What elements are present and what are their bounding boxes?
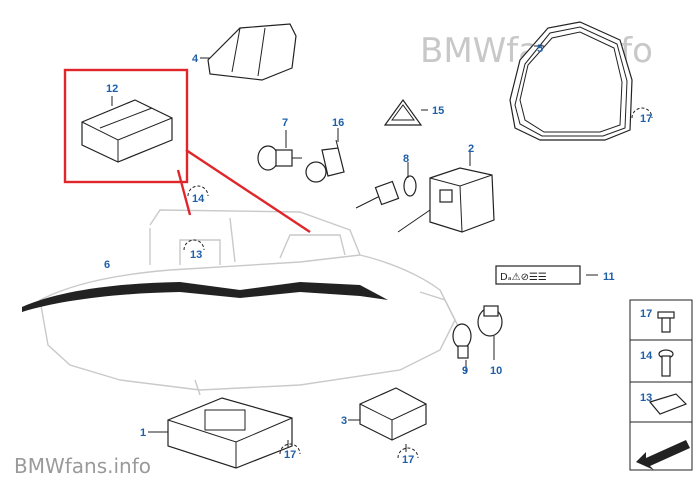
part-label-17[interactable]: 17 [284, 449, 296, 461]
part-label-2[interactable]: 2 [468, 143, 474, 155]
part-12-control-unit-box[interactable] [81, 96, 173, 163]
part-8-xenon-bulb[interactable] [355, 162, 431, 233]
legend-clip-13[interactable] [648, 393, 688, 415]
part-label-13[interactable]: 13 [190, 249, 202, 261]
part-1-control-module[interactable] [148, 397, 293, 469]
part-label-3[interactable]: 3 [341, 415, 347, 427]
part-10-socket[interactable] [477, 305, 503, 360]
part-3-module[interactable] [348, 387, 427, 441]
part-label-9[interactable]: 9 [462, 365, 468, 377]
arrow-icon[interactable] [636, 440, 690, 470]
part-11-label-strip[interactable]: Dₐ⚠⊘☰☰ [495, 265, 598, 285]
part-number-labels: 12 4 7 16 15 5 17 2 8 14 13 6 11 17 14 13 9 10 1 17 3 17 [104, 43, 653, 466]
part-label-7[interactable]: 7 [282, 117, 288, 129]
part-label-4[interactable]: 4 [192, 53, 199, 65]
highlight-box [63, 68, 189, 184]
part-label-13[interactable]: 13 [640, 392, 652, 404]
part-16-bulb-socket[interactable] [305, 128, 345, 183]
highlight-leader-2 [185, 148, 311, 234]
part-label-17[interactable]: 17 [640, 308, 652, 320]
part-label-12[interactable]: 12 [106, 83, 118, 95]
part-label-17[interactable]: 17 [402, 454, 414, 466]
part-4-cover[interactable] [200, 23, 297, 81]
watermark-bottom: BMWfans.info [14, 454, 151, 478]
fastener-legend [629, 299, 693, 471]
part-2-igniter[interactable] [429, 150, 495, 233]
part-7-bulb[interactable] [257, 130, 302, 171]
part-label-6[interactable]: 6 [104, 259, 110, 271]
part-label-15[interactable]: 15 [432, 105, 444, 117]
part-label-11[interactable]: 11 [603, 271, 615, 283]
headlight-housing [22, 209, 461, 396]
legend-screw-17[interactable] [657, 311, 675, 333]
highlight-leader-1 [176, 169, 192, 216]
legend-screw-14[interactable] [658, 349, 674, 377]
svg-text:Dₐ⚠⊘☰☰: Dₐ⚠⊘☰☰ [500, 272, 547, 283]
callout-markers [183, 107, 653, 459]
part-label-14[interactable]: 14 [640, 350, 653, 362]
part-label-16[interactable]: 16 [332, 117, 344, 129]
part-label-10[interactable]: 10 [490, 365, 502, 377]
part-15-warning-label[interactable] [383, 98, 428, 126]
part-9-bulb[interactable] [452, 323, 472, 372]
part-label-5[interactable]: 5 [537, 43, 543, 55]
part-label-1[interactable]: 1 [140, 427, 146, 439]
part-5-gasket[interactable] [509, 21, 633, 141]
part-label-8[interactable]: 8 [403, 153, 409, 165]
part-label-17[interactable]: 17 [640, 113, 652, 125]
part-label-14[interactable]: 14 [192, 193, 205, 205]
